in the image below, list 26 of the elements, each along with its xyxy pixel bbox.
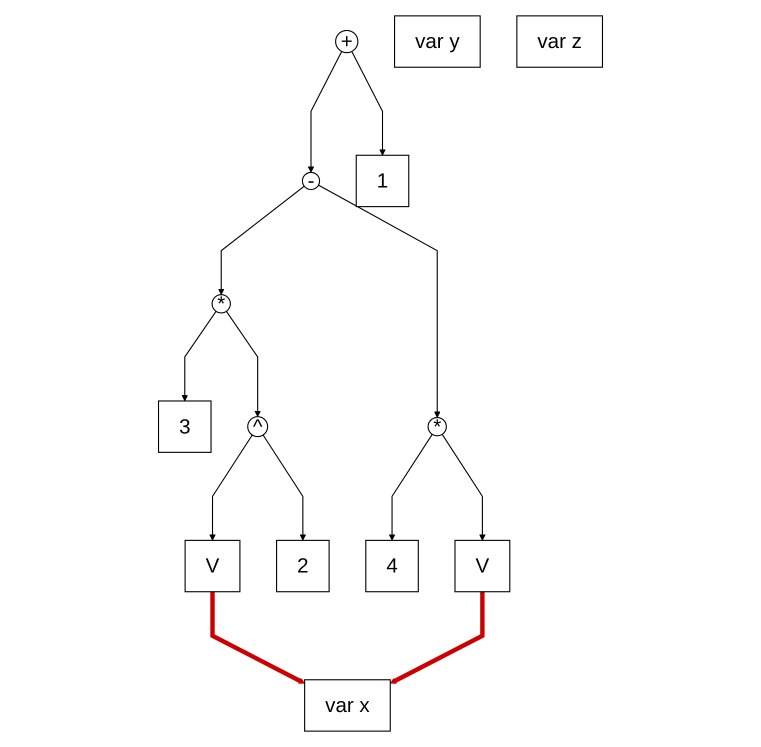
node-box: V [454, 540, 510, 592]
node-box: 2 [276, 540, 330, 592]
arrow [262, 434, 306, 541]
node-circle: * [212, 294, 231, 314]
arrow [209, 434, 253, 541]
arrow [318, 184, 440, 418]
node-box: 1 [356, 154, 410, 208]
arrow [308, 51, 342, 173]
node-circle: - [302, 172, 320, 190]
node-box: 4 [365, 540, 419, 592]
arrow [218, 186, 305, 295]
node-box: var y [394, 15, 481, 68]
arrow [442, 434, 486, 541]
node-box: var z [516, 15, 604, 68]
node-circle: + [335, 30, 358, 54]
arrow [390, 592, 485, 684]
arrow [182, 311, 217, 402]
node-circle: ^ [247, 416, 268, 438]
node-box: V [184, 540, 240, 592]
node-circle: * [428, 416, 447, 436]
arrow [226, 311, 261, 417]
node-box: var x [304, 679, 391, 732]
arrow [210, 592, 305, 684]
arrow [388, 434, 433, 541]
node-box: 3 [158, 400, 212, 453]
arrow [351, 51, 386, 156]
